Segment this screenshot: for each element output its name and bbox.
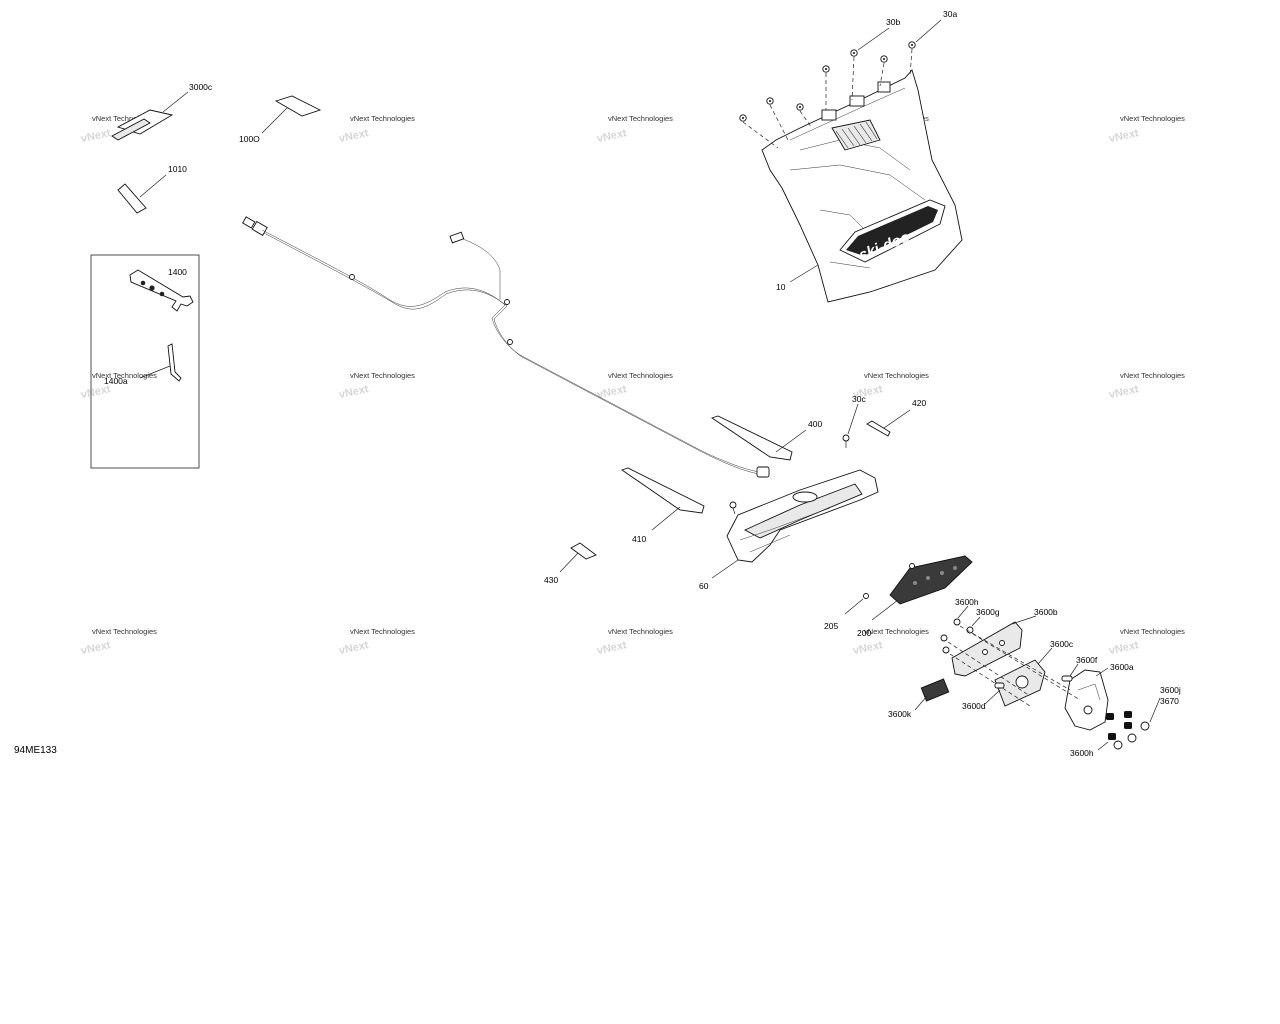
svg-text:vNext Technologies: vNext Technologies <box>864 627 929 636</box>
svg-text:vNext: vNext <box>1108 639 1140 657</box>
callout-3600b: 3600b <box>1034 607 1058 617</box>
part-1010-decal: 1010 <box>117 164 187 214</box>
callout-400: 400 <box>808 419 822 429</box>
svg-text:vNext: vNext <box>596 127 628 145</box>
callout-3600a: 3600a <box>1110 662 1134 672</box>
callout-10: 10 <box>776 282 786 292</box>
part-10-rear-panel: ski-doo 10 <box>761 69 963 303</box>
watermark: vNext vNext Technologies <box>80 627 157 657</box>
callout-205: 205 <box>824 621 838 631</box>
svg-text:vNext Technologies: vNext Technologies <box>1120 371 1185 380</box>
watermark: vNext vNext Technologies <box>1108 627 1185 657</box>
svg-text:vNext Technologies: vNext Technologies <box>350 627 415 636</box>
callout-1010: 1010 <box>168 164 187 174</box>
svg-text:vNext: vNext <box>338 383 370 401</box>
part-3000c-decal: 3000c <box>111 82 213 141</box>
fastener-30c: 30c <box>729 394 866 515</box>
svg-text:vNext Technologies: vNext Technologies <box>92 627 157 636</box>
part-400-trim: 400 <box>710 415 822 461</box>
svg-text:vNext: vNext <box>852 639 884 657</box>
svg-text:vNext: vNext <box>1108 127 1140 145</box>
fasteners-30a-30b: 30a 30b <box>739 9 957 149</box>
part-410-trim: 410 <box>621 467 705 544</box>
svg-text:vNext: vNext <box>1108 383 1140 401</box>
part-1000-decal: 100O <box>239 95 322 144</box>
callout-3600d: 3600d <box>962 701 986 711</box>
callout-3600c: 3600c <box>1050 639 1074 649</box>
part-3600-hitch-assembly: 3600h 3600g 3600b 3600c 3600f 3600a 3600… <box>888 597 1181 758</box>
part-1400-toolkit: 1400 1400a <box>90 254 200 469</box>
svg-text:vNext: vNext <box>80 127 112 145</box>
svg-text:vNext Technologies: vNext Technologies <box>350 114 415 123</box>
watermark-layer: vNext vNext Technologies vNext vNext Techn… <box>80 114 1185 657</box>
svg-text:vNext: vNext <box>80 639 112 657</box>
part-wiring-harness <box>242 216 770 478</box>
svg-text:vNext Technologies: vNext Technologies <box>1120 627 1185 636</box>
callout-30b: 30b <box>886 17 900 27</box>
svg-text:vNext: vNext <box>338 127 370 145</box>
callout-1400a: 1400a <box>104 376 128 386</box>
watermark: vNext vNext Technologies <box>1108 114 1185 145</box>
callout-3600g: 3600g <box>976 607 1000 617</box>
callout-420: 420 <box>912 398 926 408</box>
callout-3000c: 3000c <box>189 82 213 92</box>
watermark: vNext vNext Technologies <box>596 114 673 145</box>
callout-200: 200 <box>857 628 871 638</box>
callout-3600j: 3600j <box>1160 685 1181 695</box>
watermark: vNext vNext Technologies <box>338 371 415 401</box>
callout-430: 430 <box>544 575 558 585</box>
callout-3670: 3670 <box>1160 696 1179 706</box>
watermark: vNext vNext Technologies <box>596 627 673 657</box>
diagram-code: 94ME133 <box>14 745 57 756</box>
watermark: vNext vNext Technologies <box>338 627 415 657</box>
callout-1400: 1400 <box>168 267 187 277</box>
callout-3600h-bottom: 3600h <box>1070 748 1094 758</box>
svg-text:vNext: vNext <box>596 639 628 657</box>
fastener-205: 205 <box>824 563 915 631</box>
watermark: vNext vNext Technologies <box>338 114 415 145</box>
callout-30c: 30c <box>852 394 866 404</box>
callout-30a: 30a <box>943 9 957 19</box>
callout-3600f: 3600f <box>1076 655 1098 665</box>
watermark: vNext vNext Technologies <box>1108 371 1185 401</box>
callout-3600h-top: 3600h <box>955 597 979 607</box>
svg-text:vNext Technologies: vNext Technologies <box>608 371 673 380</box>
callout-410: 410 <box>632 534 646 544</box>
part-60-housing: 60 <box>699 469 879 591</box>
svg-text:vNext Technologies: vNext Technologies <box>350 371 415 380</box>
svg-text:vNext Technologies: vNext Technologies <box>1120 114 1185 123</box>
svg-text:vNext Technologies: vNext Technologies <box>92 114 157 123</box>
svg-text:vNext Technologies: vNext Technologies <box>92 371 157 380</box>
svg-text:vNext Technologies: vNext Technologies <box>608 114 673 123</box>
part-430-trim: 430 <box>544 542 597 585</box>
svg-text:vNext: vNext <box>338 639 370 657</box>
part-420-trim: 420 <box>866 398 926 437</box>
callout-3600k: 3600k <box>888 709 912 719</box>
callout-60: 60 <box>699 581 709 591</box>
svg-text:vNext Technologies: vNext Technologies <box>608 627 673 636</box>
svg-text:vNext Technologies: vNext Technologies <box>864 371 929 380</box>
callout-1000: 100O <box>239 134 260 144</box>
